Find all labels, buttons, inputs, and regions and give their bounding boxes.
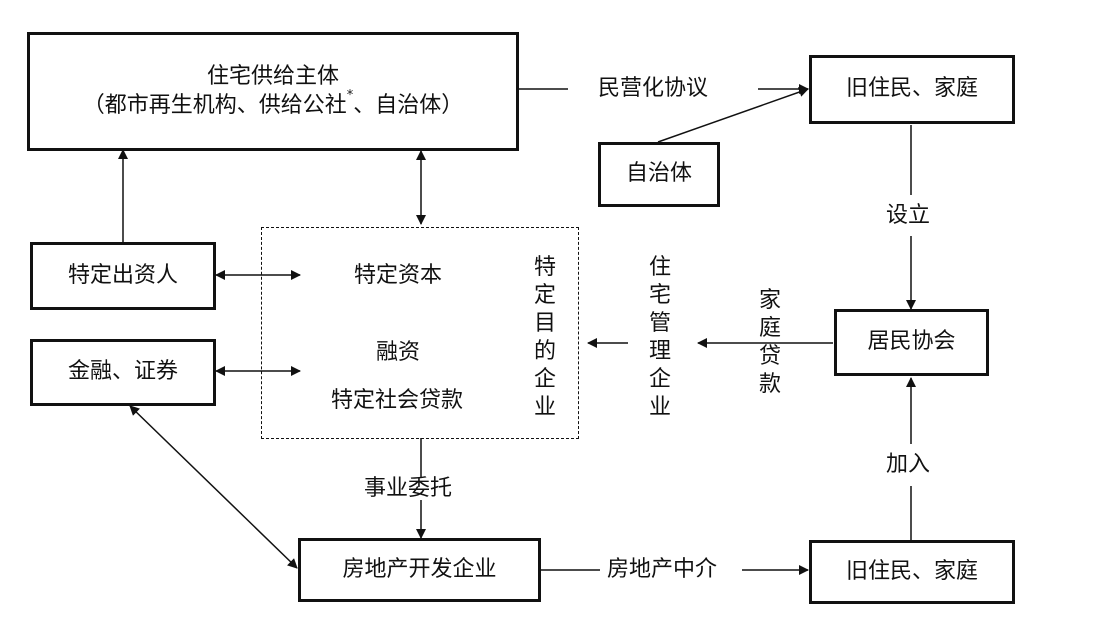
old-residents-top-label: 旧住民、家庭 [845,76,978,102]
footnote-mark: * [346,87,354,103]
real-estate-developer-box: 房地产开发企业 [298,538,541,602]
housing-supplier-box: 住宅供给主体 （都市再生机构、供给公社*、自治体） [27,32,519,151]
housing-management-label: 住宅管理企业 [648,255,671,420]
entrust-label: 事业委托 [364,476,453,501]
connector-finance-developer [129,405,298,569]
old-residents-top-box: 旧住民、家庭 [809,55,1015,124]
privatization-agreement-label: 民营化协议 [598,76,709,101]
specific-investor-box: 特定出资人 [30,242,216,310]
housing-supplier-subtitle-part1: （都市再生机构、供给公社 [82,92,347,118]
resident-association-label: 居民协会 [867,329,956,355]
spc-container [261,227,579,439]
spc-vertical-label: 特定目的企业 [533,255,556,420]
housing-supplier-title: 住宅供给主体 [206,63,339,89]
establish-label: 设立 [886,203,931,228]
join-label: 加入 [886,452,931,477]
finance-securities-label: 金融、证券 [67,359,178,385]
spc-financing-label: 融资 [376,340,421,365]
local-government-label: 自治体 [625,161,692,187]
housing-supplier-subtitle-part2: 、自治体） [353,92,464,118]
old-residents-bottom-box: 旧住民、家庭 [809,540,1015,604]
real-estate-agency-label: 房地产中介 [607,557,718,582]
finance-securities-box: 金融、证券 [30,339,216,406]
local-government-box: 自治体 [598,142,720,207]
old-residents-bottom-label: 旧住民、家庭 [845,558,978,584]
specific-investor-label: 特定出资人 [67,262,178,288]
housing-supplier-subtitle: （都市再生机构、供给公社*、自治体） [82,88,464,121]
real-estate-developer-label: 房地产开发企业 [342,556,497,582]
spc-capital-label: 特定资本 [354,263,443,288]
family-loan-label: 家庭贷款 [758,288,781,397]
connector-local-gov [657,87,809,143]
resident-association-box: 居民协会 [834,309,989,376]
spc-loan-label: 特定社会贷款 [331,388,464,413]
